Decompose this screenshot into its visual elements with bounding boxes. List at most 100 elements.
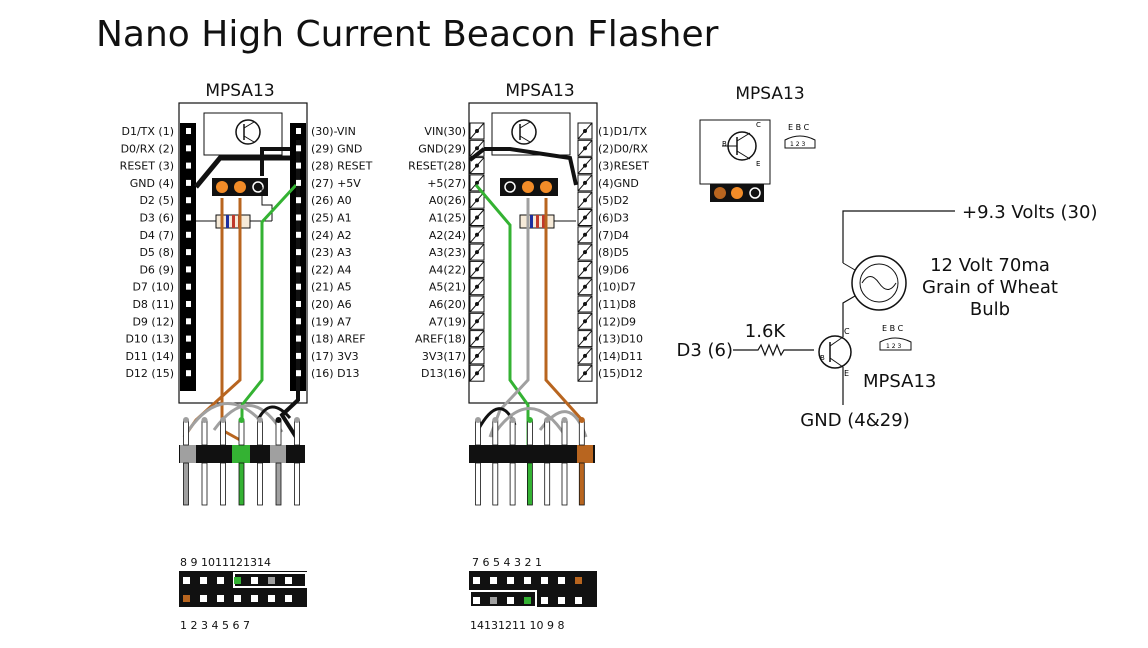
header-pin (238, 462, 245, 506)
header-pin (201, 462, 208, 506)
connector-pin (183, 595, 190, 602)
right-board-pin-label: A4(22) (429, 263, 466, 276)
right-board-pin-label: 3V3(17) (422, 350, 466, 363)
right-board-pin-label: A0(26) (429, 194, 466, 207)
left-board-pin-label: D1/TX (1) (121, 125, 174, 138)
left-board-pin-label: D10 (13) (125, 333, 174, 346)
detail-e-label: E (756, 160, 760, 168)
left-board-pin-label: (28) RESET (311, 160, 373, 173)
connector-pin (217, 577, 224, 584)
right-board-pin-label: D13(16) (421, 367, 466, 380)
page-title: Nano High Current Beacon Flasher (96, 14, 719, 55)
right-board-pin-label: (13)D10 (598, 333, 643, 346)
connector-pin (507, 597, 514, 604)
left-board-pin-label: D8 (11) (132, 298, 174, 311)
resistor-icon (733, 343, 814, 357)
left-board-pin-label: (22) A4 (311, 263, 352, 276)
left-board-pin-label: (29) GND (311, 142, 362, 155)
left-board-pin-label: (24) A2 (311, 229, 352, 242)
header-pin (475, 462, 481, 506)
right-board-pin-label: (6)D3 (598, 212, 629, 225)
detail-c-label: C (756, 121, 761, 129)
bulb-label: Bulb (970, 299, 1010, 320)
left-board-pin-label: (23) A3 (311, 246, 352, 259)
resistor-value: 1.6K (745, 321, 787, 342)
left-board-pin-label: D12 (15) (125, 367, 174, 380)
connector-pin (234, 595, 241, 602)
header-pin (561, 462, 568, 506)
left-board-pin-label: (20) A6 (311, 298, 352, 311)
connector-pin (285, 577, 292, 584)
header-pin (220, 462, 226, 506)
connector-pin (473, 577, 480, 584)
left-board-pin-label: D4 (7) (139, 229, 174, 242)
right-board-pin-label: (7)D4 (598, 229, 629, 242)
connector-pin (234, 577, 241, 584)
detail-123-label: 1 2 3 (790, 141, 805, 148)
left-board-pin-label: D2 (5) (139, 194, 174, 207)
detail-mpsa13-label: MPSA13 (735, 84, 804, 104)
left-connector-bottom-numbers: 1 2 3 4 5 6 7 (180, 619, 250, 632)
schem-e-label: E (844, 369, 849, 378)
connector-pin (268, 577, 275, 584)
right-board-pin-label: (12)D9 (598, 315, 636, 328)
left-board-pin-label: (19) A7 (311, 315, 352, 328)
right-board-pin-label: (11)D8 (598, 298, 636, 311)
left-board-pin-label: D7 (10) (132, 281, 174, 294)
right-board-pin-label: AREF(18) (415, 333, 466, 346)
connector-pin (541, 577, 548, 584)
right-board-pin-label: A1(25) (429, 212, 466, 225)
header-pin (183, 462, 189, 506)
detail-b-label: B (722, 140, 727, 148)
connector-pin (575, 577, 582, 584)
right-board-pin-label: (10)D7 (598, 281, 636, 294)
right-board-pin-label: +5(27) (427, 177, 466, 190)
connector-pin (268, 595, 275, 602)
connector-pin (507, 577, 514, 584)
left-board-pin-label: (17) 3V3 (311, 350, 359, 363)
bulb-spec: 12 Volt 70ma (930, 255, 1050, 276)
right-board-pin-label: A3(23) (429, 246, 466, 259)
left-board-pin-label: D0/RX (2) (121, 142, 174, 155)
right-board-pin-label: (9)D6 (598, 263, 629, 276)
connector-pin (251, 595, 258, 602)
supply-label: +9.3 Volts (30) (962, 202, 1097, 223)
left-connector-top-numbers: 8 9 1011121314 (180, 556, 271, 569)
ground-label: GND (4&29) (800, 410, 909, 431)
left-board: MPSA13 (178, 81, 308, 632)
beacon-schematic: +9.3 Volts (30) 12 Volt 70ma Grain of Wh… (676, 202, 1097, 431)
header-pin (509, 462, 516, 506)
right-board-pin-label: (4)GND (598, 177, 639, 190)
connector-pin (217, 595, 224, 602)
left-header-pins (183, 417, 300, 506)
header-pin (275, 462, 282, 506)
header-pin (294, 462, 300, 506)
left-board-pin-label: RESET (3) (120, 160, 174, 173)
left-board-pin-label: (18) AREF (311, 333, 366, 346)
right-board-pin-label: (14)D11 (598, 350, 643, 363)
header-pin (257, 462, 263, 506)
connector-pin (251, 577, 258, 584)
schem-123-label: 1 2 3 (886, 343, 901, 350)
left-board-pin-label: (26) A0 (311, 194, 352, 207)
transistor-layout-detail: MPSA13 B C E E B C 1 2 3 (699, 84, 816, 202)
detail-ebc-label: E B C (788, 123, 810, 132)
right-board-pin-label: (5)D2 (598, 194, 629, 207)
left-board-pin-label: D3 (6) (139, 212, 174, 225)
connector-pin (490, 597, 497, 604)
left-board-pin-label: (25) A1 (311, 212, 352, 225)
left-board-pin-label: (27) +5V (311, 177, 361, 190)
connector-pin (200, 577, 207, 584)
header-pin (578, 462, 585, 506)
left-board-pin-label: D11 (14) (125, 350, 174, 363)
right-board-pin-label: A2(24) (429, 229, 466, 242)
left-mpsa13-label: MPSA13 (205, 81, 274, 101)
connector-pin (558, 577, 565, 584)
left-board-pin-label: GND (4) (130, 177, 174, 190)
connector-pin (183, 577, 190, 584)
left-board-pin-label: (30)-VIN (311, 125, 356, 138)
left-board-pin-label: D9 (12) (132, 315, 174, 328)
left-board-pin-label: (16) D13 (311, 367, 360, 380)
right-board-pin-label: A7(19) (429, 315, 466, 328)
right-board-pin-label: GND(29) (418, 142, 466, 155)
